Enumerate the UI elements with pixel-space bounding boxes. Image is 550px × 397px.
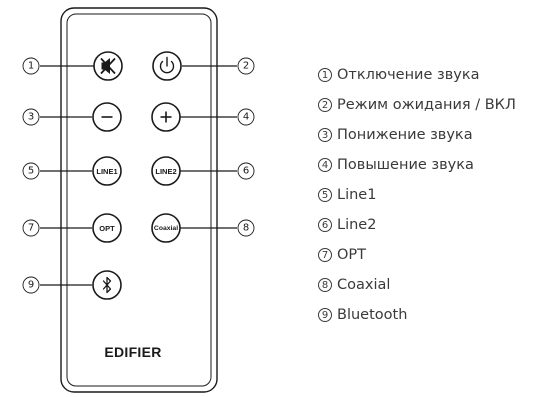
legend-item-coaxial: 8 Coaxial bbox=[318, 270, 516, 300]
line1-button-label: LINE1 bbox=[96, 167, 117, 176]
callout-3-number: 3 bbox=[28, 112, 34, 123]
power-button[interactable] bbox=[152, 51, 182, 81]
opt-button-label: OPT bbox=[99, 224, 115, 233]
callout-6: 6 bbox=[237, 162, 255, 180]
callout-2: 2 bbox=[237, 57, 255, 75]
callout-3: 3 bbox=[22, 108, 40, 126]
callout-5-number: 5 bbox=[28, 166, 34, 177]
bluetooth-button[interactable] bbox=[92, 270, 122, 300]
line2-button[interactable]: LINE2 bbox=[151, 156, 181, 186]
coaxial-button-label: Coaxial bbox=[154, 225, 178, 232]
legend-item-mute: 1 Отключение звука bbox=[318, 60, 516, 90]
legend-number: 8 bbox=[318, 278, 332, 292]
callout-6-number: 6 bbox=[243, 166, 249, 177]
line1-button[interactable]: LINE1 bbox=[92, 156, 122, 186]
callout-4-number: 4 bbox=[243, 112, 249, 123]
legend-text: Coaxial bbox=[337, 277, 391, 293]
callout-1-number: 1 bbox=[28, 61, 34, 72]
callout-8: 8 bbox=[237, 219, 255, 237]
remote-body-inner bbox=[66, 13, 212, 387]
legend-number: 3 bbox=[318, 128, 332, 142]
callout-1: 1 bbox=[22, 57, 40, 75]
coaxial-button[interactable]: Coaxial bbox=[151, 213, 181, 243]
volume-down-button[interactable] bbox=[92, 102, 122, 132]
callout-8-number: 8 bbox=[243, 223, 249, 234]
legend-text: Отключение звука bbox=[337, 67, 480, 83]
mute-icon bbox=[100, 57, 116, 75]
callout-5: 5 bbox=[22, 162, 40, 180]
edifier-logo: EDIFIER bbox=[104, 344, 161, 360]
legend-item-line1: 5 Line1 bbox=[318, 180, 516, 210]
legend-text: Line1 bbox=[337, 187, 377, 203]
callout-2-number: 2 bbox=[243, 61, 249, 72]
legend-item-opt: 7 OPT bbox=[318, 240, 516, 270]
legend-text: Режим ожидания / ВКЛ bbox=[337, 97, 516, 113]
bluetooth-icon bbox=[102, 276, 112, 294]
legend-number: 9 bbox=[318, 308, 332, 322]
callout-7-number: 7 bbox=[28, 223, 34, 234]
legend-item-volume-up: 4 Повышение звука bbox=[318, 150, 516, 180]
plus-icon bbox=[160, 111, 172, 123]
power-icon bbox=[159, 56, 175, 74]
callout-7: 7 bbox=[22, 219, 40, 237]
legend-item-line2: 6 Line2 bbox=[318, 210, 516, 240]
button-legend: 1 Отключение звука 2 Режим ожидания / ВК… bbox=[318, 60, 516, 330]
legend-number: 2 bbox=[318, 98, 332, 112]
legend-text: Повышение звука bbox=[337, 157, 474, 173]
legend-text: OPT bbox=[337, 247, 367, 263]
legend-text: Bluetooth bbox=[337, 307, 408, 323]
callout-4: 4 bbox=[237, 108, 255, 126]
legend-number: 7 bbox=[318, 248, 332, 262]
callout-9-number: 9 bbox=[28, 280, 34, 291]
legend-number: 6 bbox=[318, 218, 332, 232]
mute-button[interactable] bbox=[93, 51, 123, 81]
legend-text: Line2 bbox=[337, 217, 377, 233]
legend-item-power: 2 Режим ожидания / ВКЛ bbox=[318, 90, 516, 120]
legend-number: 4 bbox=[318, 158, 332, 172]
legend-number: 5 bbox=[318, 188, 332, 202]
legend-number: 1 bbox=[318, 68, 332, 82]
legend-item-bluetooth: 9 Bluetooth bbox=[318, 300, 516, 330]
legend-item-volume-down: 3 Понижение звука bbox=[318, 120, 516, 150]
volume-up-button[interactable] bbox=[151, 102, 181, 132]
callout-9: 9 bbox=[22, 276, 40, 294]
line2-button-label: LINE2 bbox=[155, 167, 176, 176]
legend-text: Понижение звука bbox=[337, 127, 473, 143]
opt-button[interactable]: OPT bbox=[92, 213, 122, 243]
